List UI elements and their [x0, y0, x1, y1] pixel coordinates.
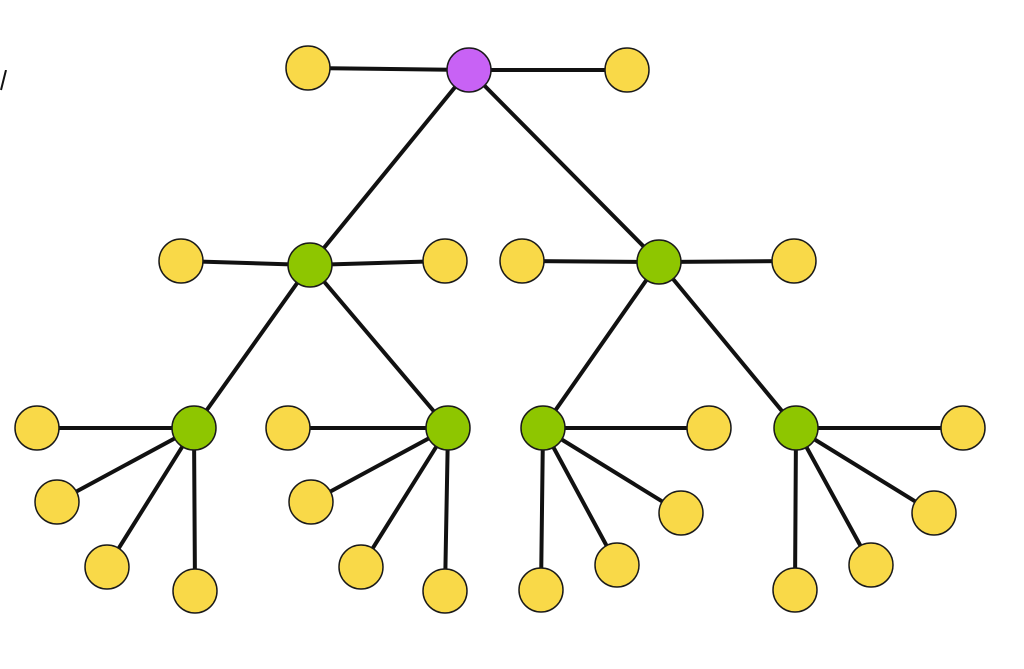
node-hub-lr-leaf-3 [338, 544, 384, 590]
node-hub-rl [520, 405, 566, 451]
edge-root-to-hub-left [308, 68, 471, 267]
nodes-layer [14, 45, 986, 614]
node-hub-ll-leaf-1 [14, 405, 60, 451]
edge-root-to-hub-right [467, 68, 661, 264]
node-root [446, 47, 492, 93]
node-hub-lr-leaf-2 [288, 479, 334, 525]
node-hub-rl-leaf-1 [686, 405, 732, 451]
edge-hub-right-to-hub-right-leaf-left [520, 259, 661, 264]
edge-hub-rl-to-hub-rl-leaf-3 [541, 426, 619, 567]
edge-hub-right-to-hub-rl [541, 260, 661, 430]
edge-hub-ll-to-hub-ll-leaf-3 [105, 426, 196, 569]
node-hub-rl-leaf-3 [594, 542, 640, 588]
node-hub-rr [773, 405, 819, 451]
edge-hub-ll-to-hub-ll-leaf-2 [55, 426, 196, 504]
node-hub-left-leaf-left [158, 238, 204, 284]
node-hub-right-leaf-right [771, 238, 817, 284]
node-hub-ll [171, 405, 217, 451]
edge-hub-rl-to-hub-rl-leaf-4 [539, 426, 545, 592]
edge-fragment [0, 70, 7, 91]
node-hub-left-leaf-right [422, 238, 468, 284]
edge-hub-lr-to-hub-lr-leaf-4 [443, 426, 450, 593]
node-hub-ll-leaf-4 [172, 568, 218, 614]
node-hub-ll-leaf-3 [84, 544, 130, 590]
node-hub-rl-leaf-2 [658, 490, 704, 536]
node-hub-right-leaf-left [499, 238, 545, 284]
edge-hub-right-to-hub-rr [657, 260, 798, 430]
edge-hub-ll-to-hub-ll-leaf-4 [192, 426, 197, 593]
edge-hub-rr-to-hub-rr-leaf-2 [794, 426, 936, 515]
node-hub-left [287, 242, 333, 288]
node-hub-lr [425, 405, 471, 451]
node-hub-ll-leaf-2 [34, 479, 80, 525]
node-root-leaf-left [285, 45, 331, 91]
edge-hub-rr-to-hub-rr-leaf-3 [794, 426, 873, 567]
node-root-leaf-right [604, 47, 650, 93]
edges-layer [35, 66, 965, 593]
edge-hub-left-to-hub-ll [192, 263, 312, 430]
node-hub-lr-leaf-4 [422, 568, 468, 614]
node-hub-rr-leaf-2 [911, 490, 957, 536]
edge-hub-lr-to-hub-lr-leaf-2 [309, 426, 450, 504]
edge-hub-left-to-hub-lr [308, 263, 450, 430]
node-hub-rr-leaf-1 [940, 405, 986, 451]
edge-hub-lr-to-hub-lr-leaf-3 [359, 426, 450, 569]
node-hub-rr-leaf-4 [772, 567, 818, 613]
node-hub-right [636, 239, 682, 285]
edge-hub-rr-to-hub-rr-leaf-4 [793, 426, 798, 592]
node-hub-rr-leaf-3 [848, 542, 894, 588]
node-hub-rl-leaf-4 [518, 567, 564, 613]
edge-hub-rl-to-hub-rl-leaf-2 [541, 426, 683, 515]
edge-root-to-root-leaf-left [306, 66, 471, 72]
node-hub-lr-leaf-1 [265, 405, 311, 451]
